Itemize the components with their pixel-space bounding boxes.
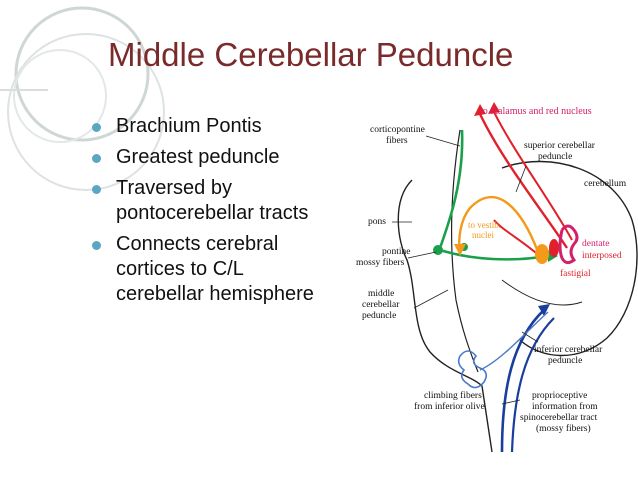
- label-climbing-fibers: climbing fibers from inferior olive: [414, 390, 485, 412]
- bullet-text: Greatest peduncle: [116, 146, 280, 168]
- bullet-dot-icon: [92, 123, 101, 132]
- label-inferior-peduncle: inferior cerebellar peduncle: [534, 344, 605, 366]
- red-fiber-to-thalamus: [493, 111, 573, 241]
- peduncle-outline: [501, 279, 583, 306]
- label-interposed: interposed: [582, 251, 622, 261]
- bullet-text: Connects cerebral cortices to C/L cerebe…: [116, 233, 314, 305]
- blue-spinocerebellar-fiber: [500, 309, 545, 452]
- label-pons: pons: [368, 217, 386, 227]
- leader-line: [425, 135, 461, 147]
- cerebellar-peduncle-diagram: to thalamus and red nucleus corticoponti…: [356, 102, 638, 452]
- brainstem-outline: [451, 129, 479, 373]
- dentate-nucleus: [558, 224, 579, 265]
- green-corticopontine-fiber: [438, 129, 464, 249]
- bullet-item: Brachium Pontis: [92, 114, 332, 139]
- leader-line: [515, 165, 527, 193]
- bullet-dot-icon: [92, 185, 101, 194]
- cerebellum-outline: [501, 160, 638, 357]
- inferior-olive: [457, 350, 488, 389]
- orange-fiber-to-vestib: [458, 195, 540, 253]
- label-corticopontine: corticopontine fibers: [370, 125, 427, 146]
- leader-line: [413, 289, 449, 309]
- bullet-item: Connects cerebral cortices to C/L cerebe…: [92, 232, 332, 307]
- climbing-fiber: [479, 311, 549, 371]
- label-middle-peduncle: middle cerebellar peduncle: [362, 289, 402, 321]
- label-superior-peduncle: superior cerebellar peduncle: [524, 141, 597, 162]
- orange-arrowhead: [454, 244, 466, 256]
- blue-arrowhead: [538, 304, 550, 316]
- pontine-nucleus-dot: [433, 245, 443, 255]
- label-to-thalamus: to thalamus and red nucleus: [480, 106, 592, 117]
- bullet-dot-icon: [92, 154, 101, 163]
- red-arrowhead: [474, 104, 486, 116]
- label-cerebellum: cerebellum: [584, 179, 627, 189]
- leader-line: [521, 331, 539, 343]
- green-mossy-fiber: [439, 248, 549, 261]
- bullet-item: Traversed by pontocerebellar tracts: [92, 176, 332, 226]
- label-to-vestib: to vestib. nuclei: [468, 220, 503, 240]
- bullet-text: Traversed by pontocerebellar tracts: [116, 177, 309, 224]
- red-arrowhead: [488, 102, 500, 114]
- interposed-nucleus: [549, 239, 559, 257]
- label-pontine-mossy: pontine mossy fibers: [356, 247, 413, 268]
- blue-spinocerebellar-fiber: [510, 317, 555, 452]
- label-proprioceptive: proprioceptive information from spinocer…: [520, 391, 600, 434]
- label-dentate: dentate: [582, 239, 609, 249]
- bullet-text: Brachium Pontis: [116, 115, 262, 137]
- slide-title: Middle Cerebellar Peduncle: [108, 36, 514, 73]
- label-fastigial: fastigial: [560, 268, 591, 279]
- pons-outline: [397, 179, 493, 452]
- fastigial-nucleus: [535, 244, 549, 264]
- bullet-list: Brachium Pontis Greatest peduncle Traver…: [92, 114, 332, 313]
- leader-line: [407, 251, 437, 259]
- bullet-item: Greatest peduncle: [92, 145, 332, 170]
- red-fiber-to-thalamus: [478, 113, 569, 249]
- bullet-dot-icon: [92, 241, 101, 250]
- leader-line: [501, 399, 521, 405]
